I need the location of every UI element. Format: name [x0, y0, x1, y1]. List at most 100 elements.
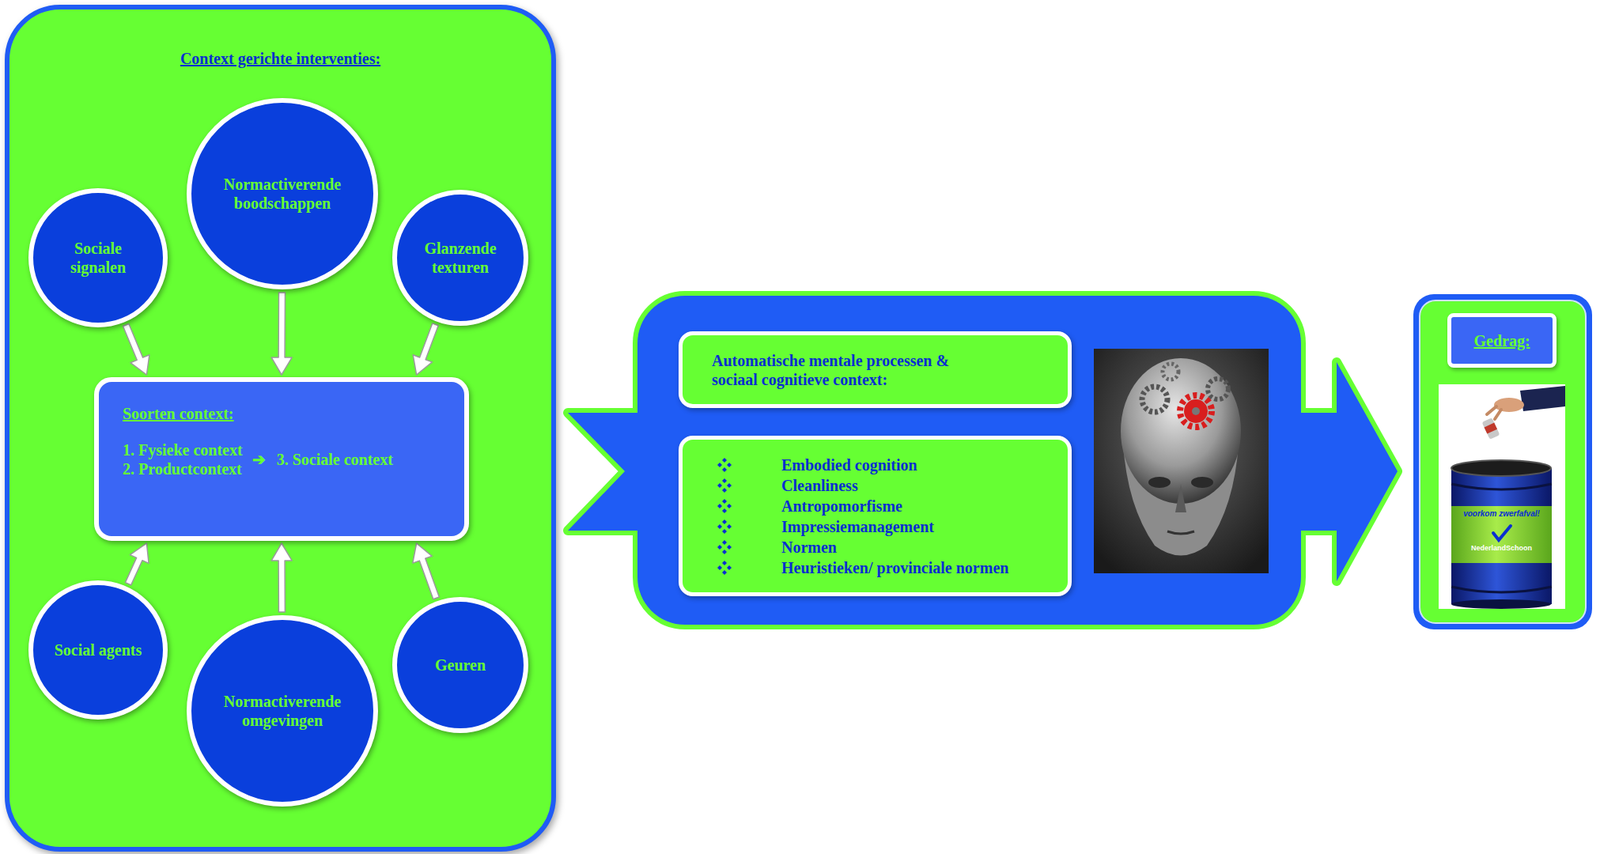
panel-border: [1413, 294, 1593, 630]
connector-arrow: [123, 324, 150, 376]
context-heading: Soorten context:: [122, 404, 441, 424]
big-arrow-fill: [567, 295, 1398, 625]
behaviour-panel: [1413, 294, 1593, 630]
list-row: Impressiemanagement: [717, 516, 1044, 538]
intervention-panel: Context gerichte interventies: Sociale si…: [4, 4, 557, 852]
circle-shape: [189, 617, 376, 805]
arrow-tail: [567, 412, 643, 531]
context-list: 1. Fysieke context2. Productcontext: [122, 440, 243, 479]
bullet-symbol: [717, 499, 732, 514]
context-item: 1. Fysieke context: [122, 440, 243, 460]
circle-outline: [390, 188, 530, 328]
list-row: Embodied cognition: [717, 454, 1044, 476]
head-skull: [1120, 358, 1241, 504]
intervention-circle: Normactiverende boodschappen: [185, 96, 380, 292]
circle-label: Sociale signalen: [53, 238, 143, 277]
head-mouth: [1167, 531, 1195, 534]
list-row: Normen: [717, 537, 1044, 558]
can: [1482, 417, 1501, 440]
circle-label: Geuren: [434, 655, 486, 675]
fingers: [1486, 406, 1502, 420]
intervention-circle: Social agents: [26, 578, 170, 722]
bullet-diamond: [722, 478, 727, 484]
barrel-bottom: [1451, 599, 1551, 609]
context-item: 3. Sociale context: [276, 450, 394, 470]
connector-arrow: [412, 543, 440, 600]
gear: [1142, 386, 1168, 413]
red-gear-hole: [1191, 407, 1200, 416]
bin-label-holder: voorkom zwerfafval!: [1451, 509, 1552, 519]
arrow-body: [637, 295, 1302, 625]
bullet-symbol: [717, 457, 732, 473]
bullet-diamond: [717, 462, 723, 468]
bullet-diamond: [722, 570, 727, 575]
circle-shape: [189, 100, 376, 288]
bullet-diamond: [717, 483, 723, 488]
list-row: Antropomorfisme: [717, 495, 1044, 517]
bullet-diamond: [722, 519, 727, 525]
connector-arrow: [412, 323, 439, 375]
head-illustration: [1093, 348, 1269, 574]
connector-arrow: [271, 292, 292, 375]
list-item: Heuristieken/ provinciale normen: [781, 558, 1009, 578]
circle-label: Normactiverende omgevingen: [209, 692, 356, 731]
bin-label-holder: NederlandSchoon: [1451, 544, 1552, 553]
circle-label: Glanzende texturen: [417, 238, 504, 277]
connector-arrow: [271, 543, 292, 613]
picture-ground: [1438, 384, 1566, 609]
list-item: Antropomorfisme: [781, 496, 903, 516]
barrel-rim: [1451, 484, 1552, 593]
arrow-head: [1297, 362, 1398, 582]
list-item: Impressiemanagement: [781, 517, 935, 537]
bullet-diamond: [726, 544, 732, 550]
intervention-circle: Geuren: [390, 595, 530, 735]
list-row: Heuristieken/ provinciale normen: [717, 557, 1044, 579]
connector-arrow: [124, 543, 149, 586]
bullet-diamond: [722, 529, 727, 534]
bin-label: voorkom zwerfafval!: [1451, 509, 1552, 519]
bullet-diamond: [726, 462, 732, 468]
circle-outline: [185, 96, 380, 292]
head-nose: [1175, 484, 1187, 513]
process-heading: Automatische mentale processen & sociaal…: [711, 351, 989, 390]
process-list-box: Embodied cognitionCleanlinessAntropomorf…: [678, 435, 1072, 597]
hand: [1494, 397, 1525, 413]
bullet-diamond: [722, 499, 727, 504]
gear: [1207, 378, 1229, 400]
context-row: 1. Fysieke context2. Productcontext ➔ 3. S…: [122, 440, 441, 479]
bullet-diamond: [722, 540, 727, 545]
head-eye: [1191, 476, 1214, 488]
intervention-circle: Normactiverende omgevingen: [185, 613, 380, 809]
bullet-diamond: [726, 565, 732, 571]
circle-shape: [30, 190, 166, 326]
arrow-tail: [567, 412, 643, 531]
bullet-diamond: [722, 457, 727, 463]
bullet-symbol: [717, 560, 732, 575]
red-gear-teeth: [1180, 395, 1212, 428]
bullet-diamond: [722, 508, 727, 514]
bullet-diamond: [717, 565, 723, 571]
circle-label: Social agents: [54, 640, 143, 660]
check-mark: [1493, 525, 1511, 541]
bullet-diamond: [722, 560, 727, 566]
behaviour-heading: Gedrag:: [1473, 331, 1530, 351]
red-gear: [1183, 399, 1208, 424]
bullet-diamond: [722, 487, 727, 493]
context-box: Soorten context: 1. Fysieke context2. Pro…: [94, 377, 470, 541]
bullet-diamond: [726, 483, 732, 488]
bullet-diamond: [726, 503, 732, 509]
list-item: Normen: [781, 537, 837, 557]
sleeve: [1520, 385, 1566, 412]
circle-shape: [394, 192, 526, 324]
can-label: [1484, 423, 1498, 435]
panel-heading: Context gerichte interventies:: [9, 49, 552, 69]
behaviour-box: Gedrag:: [1447, 313, 1557, 368]
bullet-diamond: [726, 524, 732, 530]
bullet-symbol: [717, 540, 732, 555]
bin-illustration: [1438, 384, 1566, 609]
list-item: Cleanliness: [781, 476, 859, 496]
arrow-head: [1297, 362, 1398, 582]
list-item: Embodied cognition: [781, 455, 918, 475]
context-arrow: ➔: [252, 450, 266, 470]
circle-label: Normactiverende boodschappen: [209, 174, 356, 213]
